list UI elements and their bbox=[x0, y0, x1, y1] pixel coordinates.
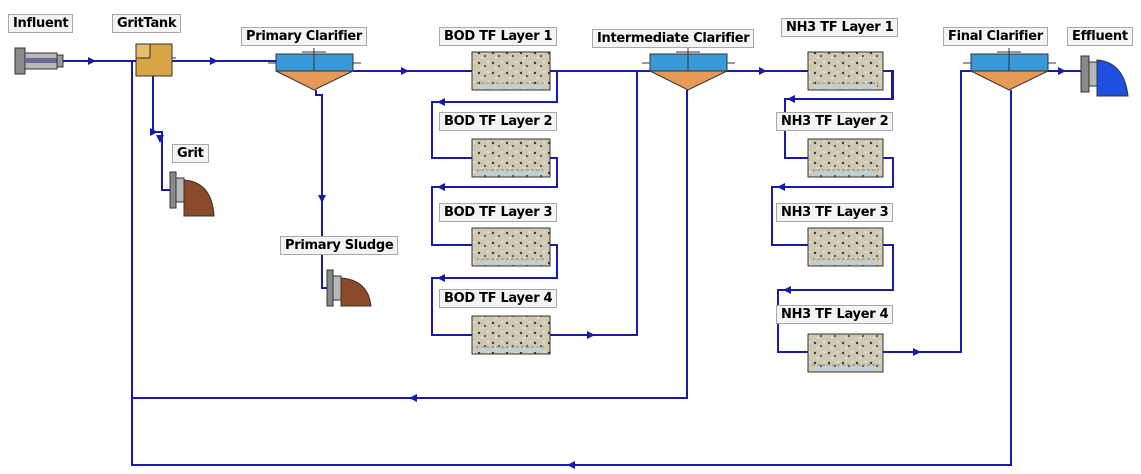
primary-clarifier-label: Primary Clarifier bbox=[241, 27, 368, 46]
flow-arrow bbox=[150, 128, 158, 136]
flow-arrow bbox=[156, 135, 164, 143]
flow-arrow bbox=[759, 67, 767, 75]
intermediate-clarifier-icon[interactable] bbox=[642, 48, 735, 91]
nh3-tf-layer-4-label: NH3 TF Layer 4 bbox=[776, 305, 894, 324]
bod-tf-layer-4-label: BOD TF Layer 4 bbox=[439, 289, 558, 308]
bod-tf-layer-1-icon[interactable] bbox=[471, 51, 551, 91]
pipe-segment bbox=[431, 157, 558, 246]
nh3-tf-layer-1-icon[interactable] bbox=[807, 51, 884, 91]
flow-arrow bbox=[401, 67, 409, 75]
grit-label: Grit bbox=[172, 144, 209, 163]
final-clarifier-label: Final Clarifier bbox=[943, 27, 1048, 46]
effluent-label: Effluent bbox=[1067, 27, 1133, 46]
pipe-network bbox=[63, 60, 1081, 466]
flow-arrow bbox=[210, 57, 218, 65]
flow-arrow bbox=[437, 274, 445, 282]
grit-discharge-icon[interactable] bbox=[169, 171, 215, 217]
flow-arrow bbox=[409, 394, 417, 402]
flow-arrow bbox=[318, 195, 326, 203]
grit-tank-label: GritTank bbox=[112, 14, 182, 33]
pipe-segment bbox=[152, 76, 170, 191]
flow-arrow bbox=[1058, 67, 1066, 75]
pipe-segment bbox=[431, 71, 558, 159]
final-clarifier-icon[interactable] bbox=[963, 48, 1056, 91]
bod-tf-layer-3-label: BOD TF Layer 3 bbox=[439, 203, 558, 222]
bod-tf-layer-2-label: BOD TF Layer 2 bbox=[439, 112, 558, 131]
intermediate-clarifier-label: Intermediate Clarifier bbox=[592, 29, 755, 48]
flow-arrow bbox=[88, 57, 96, 65]
nh3-tf-layer-2-label: NH3 TF Layer 2 bbox=[776, 112, 894, 131]
pipe-segment bbox=[431, 244, 558, 336]
pipe-segment bbox=[315, 90, 327, 289]
pipe-segment bbox=[550, 71, 638, 336]
flow-arrows bbox=[88, 57, 1066, 469]
primary-sludge-discharge-icon[interactable] bbox=[326, 269, 372, 307]
primary-sludge-label: Primary Sludge bbox=[280, 236, 399, 255]
pipe-segment bbox=[777, 244, 894, 353]
flow-arrow bbox=[913, 348, 921, 356]
pipe-segment bbox=[771, 157, 894, 246]
primary-clarifier-icon[interactable] bbox=[268, 48, 361, 91]
bod-tf-layer-1-label: BOD TF Layer 1 bbox=[439, 27, 558, 46]
pipe-segment bbox=[883, 70, 971, 353]
grit-tank-icon[interactable] bbox=[135, 43, 176, 77]
flow-arrow bbox=[777, 183, 785, 191]
influent-icon[interactable] bbox=[14, 47, 64, 75]
flow-arrow bbox=[437, 98, 445, 106]
flow-arrow bbox=[437, 183, 445, 191]
flow-arrow bbox=[587, 331, 595, 339]
bod-tf-layer-3-icon[interactable] bbox=[471, 227, 551, 267]
effluent-discharge-icon[interactable] bbox=[1080, 55, 1129, 97]
nh3-tf-layer-3-icon[interactable] bbox=[807, 227, 884, 267]
flow-arrow bbox=[783, 286, 791, 294]
influent-label: Influent bbox=[8, 14, 74, 33]
flow-arrow bbox=[567, 461, 575, 469]
pipe-segment bbox=[131, 61, 688, 399]
nh3-tf-layer-1-label: NH3 TF Layer 1 bbox=[781, 18, 899, 37]
nh3-tf-layer-2-icon[interactable] bbox=[807, 138, 884, 178]
nh3-tf-layer-3-label: NH3 TF Layer 3 bbox=[776, 203, 894, 222]
nh3-tf-layer-4-icon[interactable] bbox=[807, 333, 884, 373]
flow-arrow bbox=[787, 95, 795, 103]
bod-tf-layer-2-icon[interactable] bbox=[471, 138, 551, 178]
bod-tf-layer-4-icon[interactable] bbox=[471, 315, 551, 355]
